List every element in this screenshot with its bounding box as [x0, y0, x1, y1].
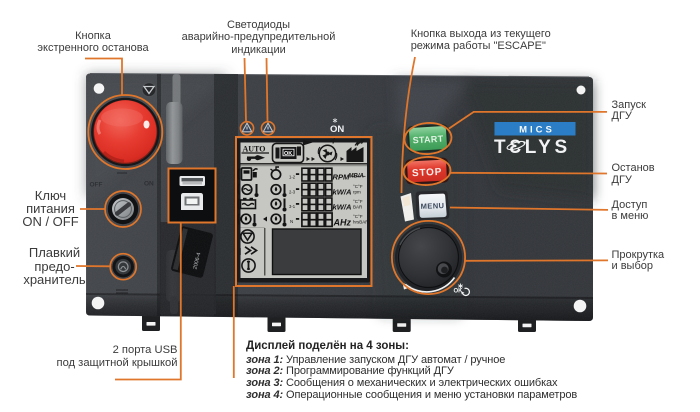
svg-text:STOP: STOP — [412, 167, 443, 180]
svg-text:kW/A: kW/A — [333, 202, 352, 211]
svg-text:RPM: RPM — [333, 173, 351, 182]
svg-text:I: I — [239, 246, 242, 258]
svg-text:ON: ON — [144, 181, 154, 188]
svg-text:M̶B̶/̶A̶: M̶B̶/̶A̶ — [349, 174, 366, 180]
svg-text:2-3: 2-3 — [289, 190, 296, 195]
svg-text:rpm: rpm — [353, 190, 361, 195]
svg-text:OK: OK — [284, 151, 292, 157]
svg-text:OK: OK — [454, 289, 464, 295]
svg-text:BAR: BAR — [353, 204, 363, 209]
svg-text:hrsBAR: hrsBAR — [353, 219, 369, 224]
svg-text:kW/A: kW/A — [333, 188, 352, 197]
svg-text:N: N — [290, 219, 293, 224]
svg-text:AHz: AHz — [333, 218, 352, 228]
svg-text:ON: ON — [330, 124, 344, 135]
svg-text:MICS: MICS — [519, 125, 555, 136]
svg-text:°C°F: °C°F — [353, 214, 363, 219]
svg-text:MENU: MENU — [421, 201, 445, 211]
svg-text:AUTO: AUTO — [243, 145, 266, 154]
svg-text:TƐLYS: TƐLYS — [494, 137, 571, 158]
svg-text:°C°F: °C°F — [353, 184, 363, 189]
svg-text:1-2: 1-2 — [289, 175, 296, 180]
svg-text:3-1: 3-1 — [289, 204, 296, 209]
svg-text:°C°F: °C°F — [353, 199, 363, 204]
svg-text:OFF: OFF — [90, 182, 103, 189]
svg-text:START: START — [412, 134, 444, 146]
